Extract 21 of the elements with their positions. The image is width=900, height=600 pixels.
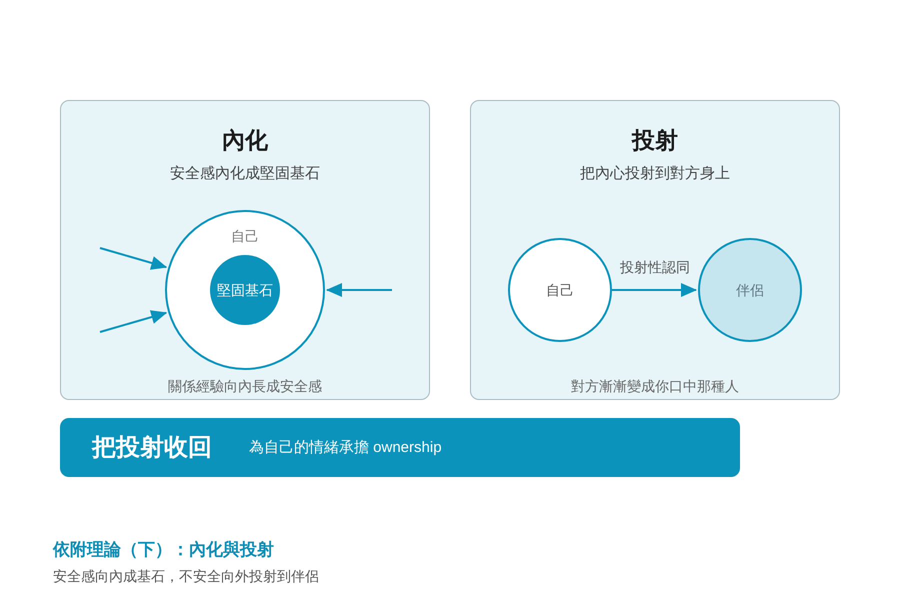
banner-heading: 把投射收回 xyxy=(92,432,212,462)
arrow xyxy=(326,283,392,297)
diagram-title: 依附理論（下）：內化與投射 xyxy=(53,539,274,561)
panel-caption: 關係經驗向內長成安全感 xyxy=(167,377,323,396)
circle-label: 伴侶 xyxy=(735,281,765,300)
banner-text: 為自己的情緒承擔 ownership xyxy=(249,438,442,458)
panel-subtitle: 安全感內化成堅固基石 xyxy=(169,164,321,184)
circle-label: 自己 xyxy=(230,227,260,246)
panel-card xyxy=(60,100,430,400)
circle-label: 堅固基石 xyxy=(216,281,274,300)
panel-heading: 投射 xyxy=(630,126,679,155)
panel-caption: 對方漸漸變成你口中那種人 xyxy=(570,377,740,396)
banner-bar xyxy=(60,418,740,477)
panel-heading: 內化 xyxy=(221,126,269,155)
circle-label: 自己 xyxy=(545,281,575,300)
arrow xyxy=(612,283,697,297)
diagram-caption: 安全感向內成基石，不安全向外投射到伴侶 xyxy=(53,567,319,586)
arrow xyxy=(100,247,168,270)
panel-subtitle: 把內心投射到對方身上 xyxy=(579,164,731,184)
arrow xyxy=(100,310,168,333)
panel-card xyxy=(470,100,840,400)
